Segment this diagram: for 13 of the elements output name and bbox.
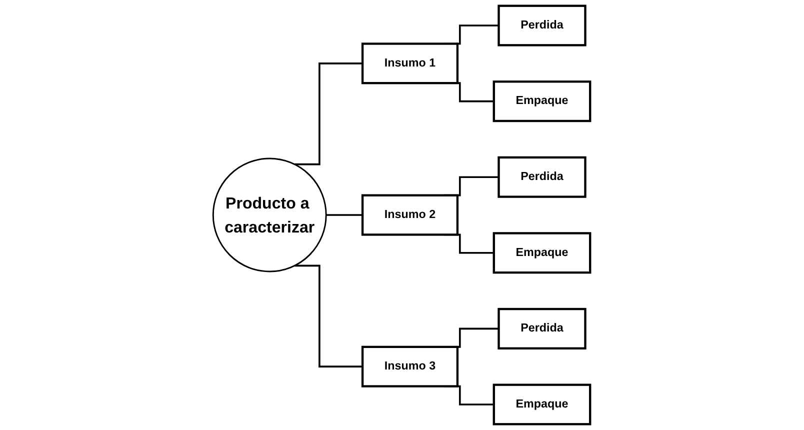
node-box: Empaque xyxy=(493,384,592,426)
connector xyxy=(326,214,363,216)
connector xyxy=(294,62,363,166)
node-circle: Producto a caracterizar xyxy=(212,158,328,272)
node-box: Insumo 3 xyxy=(362,346,459,388)
node-box: Perdida xyxy=(498,4,587,46)
node-box: Empaque xyxy=(493,232,592,274)
node-box: Empaque xyxy=(493,80,592,122)
node-box: Perdida xyxy=(498,156,587,198)
node-box: Insumo 1 xyxy=(362,42,459,84)
node-box: Perdida xyxy=(498,308,587,350)
node-box: Insumo 2 xyxy=(362,194,459,236)
connector xyxy=(294,264,363,368)
